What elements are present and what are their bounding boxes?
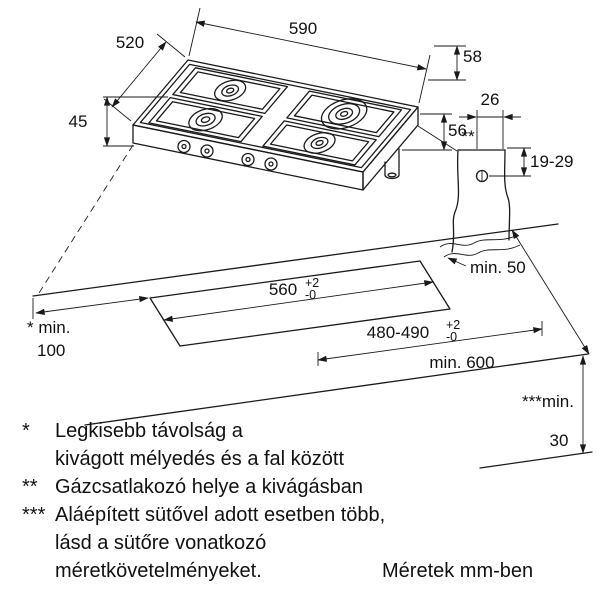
footnote-1-line2: kivágott mélyedés és a fal között (55, 448, 344, 470)
dim-560-tol-plus: +2 (305, 276, 319, 290)
gas-pipe (384, 148, 400, 180)
hob-top-surface (133, 60, 418, 172)
cutout (149, 260, 451, 347)
dim-480-490-label: 480-490 (367, 323, 429, 342)
footnote-1-marker: * (22, 420, 30, 442)
worktop-front-lower-edge (479, 451, 593, 469)
dim-520-label: 520 (116, 33, 144, 52)
footnote-3-marker: *** (22, 504, 46, 526)
dim-58-label: 58 (463, 47, 482, 66)
dim-520: 520 (103, 33, 186, 122)
dim-590-label: 590 (289, 19, 317, 38)
gas-position-marker: ** (461, 127, 475, 146)
control-knobs (177, 139, 278, 171)
dim-min-50-label: min. 50 (470, 258, 526, 277)
gas-connection-detail (417, 125, 521, 258)
break-line (443, 244, 521, 258)
footnote-3-line2: lásd a sütőre vonatkozó (55, 532, 266, 554)
dim-56-label: 56 (448, 121, 467, 140)
dim-590: 590 (188, 7, 431, 104)
footnote-1-line1: Legkisebb távolság a (55, 420, 244, 442)
dim-560-label: 560 (269, 280, 297, 299)
burners (182, 73, 375, 157)
worktop (32, 144, 593, 469)
dim-min-30-label: ***min. (522, 392, 574, 411)
footnote-3-line1: Aláépített sütővel adott esetben több, (55, 504, 385, 526)
dim-480-490-tol-plus: +2 (446, 318, 460, 332)
dim-45: 45 (69, 96, 168, 147)
dim-min-30-value: 30 (550, 431, 569, 450)
footnote-2-marker: ** (22, 476, 38, 498)
dim-min-30: ***min. 30 (522, 355, 587, 454)
dim-19-29: 19-29 (489, 147, 573, 177)
dim-min-50: min. 50 (447, 257, 526, 277)
projection-line (38, 144, 134, 294)
dim-min-600-label: min. 600 (429, 353, 494, 372)
dim-26: 26 (459, 90, 521, 149)
footnote-3-line3: méretkövetelményeket. (55, 560, 262, 582)
dim-26-label: 26 (481, 90, 500, 109)
worktop-back-edge (32, 223, 559, 297)
dim-19-29-label: 19-29 (530, 152, 573, 171)
dim-58: 58 (428, 45, 482, 81)
dim-min-600: min. 600 (429, 229, 590, 372)
break-line (439, 234, 519, 248)
footnote-2-line1: Gázcsatlakozó helye a kivágásban (55, 476, 363, 498)
dim-min-100: * min. 100 (27, 296, 149, 360)
worktop-front-edge (84, 353, 589, 426)
hob-right-face (362, 106, 419, 191)
units-note: Méretek mm-ben (382, 560, 533, 582)
dim-480-490-tol-minus: -0 (446, 330, 457, 344)
dim-560-tol-minus: -0 (305, 288, 316, 302)
footnotes: * Legkisebb távolság a kivágott mélyedés… (22, 420, 533, 582)
hob-illustration (133, 60, 419, 191)
dim-45-label: 45 (69, 112, 88, 131)
dim-min-100-label: * min. (27, 318, 70, 337)
dim-min-100-value: 100 (37, 341, 65, 360)
dim-56: 56 (402, 113, 467, 151)
dim-560: 560 +2 -0 (163, 276, 434, 322)
hob-outline (133, 60, 418, 172)
